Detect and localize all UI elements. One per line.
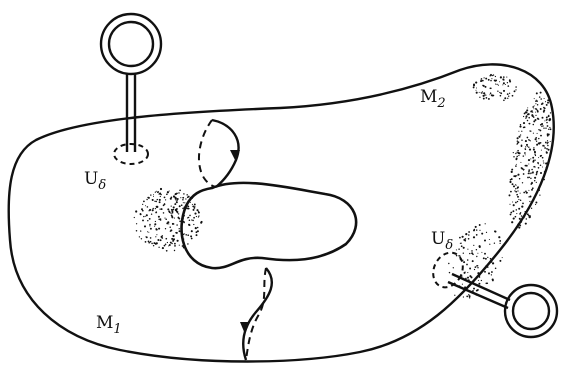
shading-lower-right xyxy=(448,223,503,298)
label-u-delta-left: Uδ xyxy=(84,169,106,193)
upper-cycle-hidden xyxy=(199,120,216,187)
left-neighborhood xyxy=(114,144,148,164)
right-neighborhood xyxy=(428,248,469,292)
label-m1: M1 xyxy=(96,313,122,337)
hole-outline xyxy=(182,183,357,268)
left-ring-inner xyxy=(109,22,153,66)
lower-cycle-hidden xyxy=(246,268,266,360)
right-ring-inner xyxy=(513,293,549,329)
label-m2: M2 xyxy=(420,87,446,111)
left-handle xyxy=(101,14,161,164)
surface-outline xyxy=(9,64,554,361)
label-u-delta-right: Uδ xyxy=(431,229,453,253)
lower-cycle-arrow xyxy=(240,322,250,334)
lower-cycle-visible xyxy=(243,268,272,360)
shading-top-right xyxy=(473,74,517,101)
